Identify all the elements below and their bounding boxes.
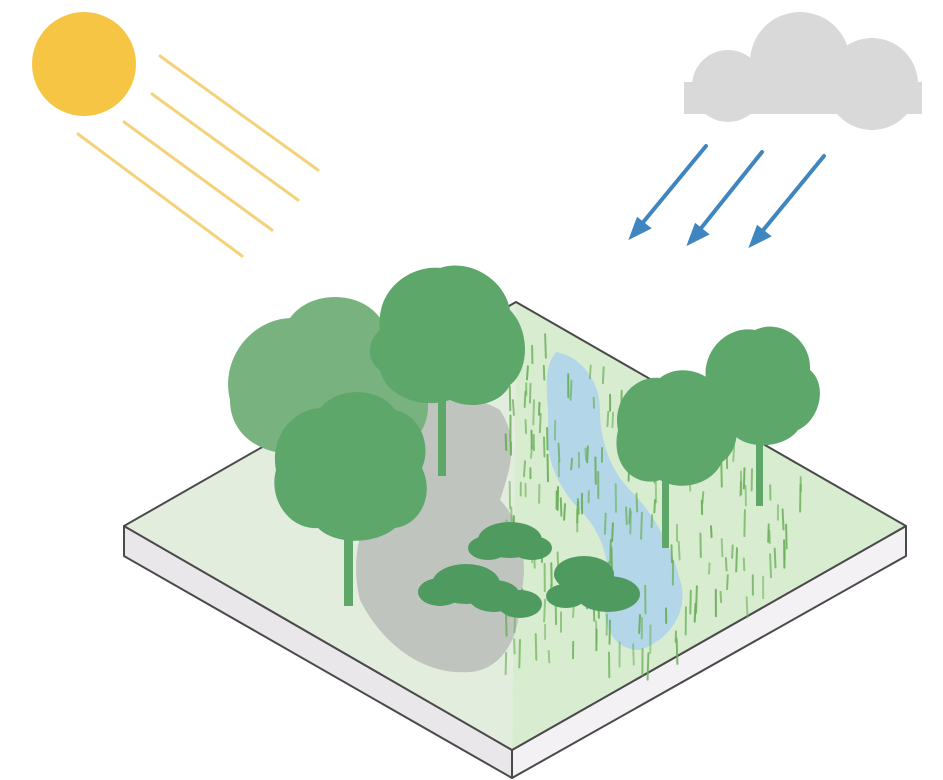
grass-blade bbox=[601, 366, 605, 385]
grass-blade bbox=[584, 447, 588, 461]
tree bbox=[703, 326, 820, 506]
grass-blade bbox=[508, 385, 512, 412]
grass-blade bbox=[544, 333, 547, 359]
grass-blade bbox=[743, 509, 746, 538]
grass-blade bbox=[720, 459, 723, 488]
grass-blade bbox=[513, 638, 516, 655]
grass-blade bbox=[546, 453, 549, 483]
grass-blade bbox=[518, 638, 521, 669]
grass-blade bbox=[650, 514, 654, 529]
grass-blade bbox=[529, 382, 532, 404]
sun-rays bbox=[76, 54, 320, 258]
grass-blade bbox=[638, 614, 641, 634]
grass-blade bbox=[543, 598, 547, 623]
grass-blade bbox=[695, 585, 698, 614]
grass-blade bbox=[739, 480, 742, 497]
water-stream bbox=[546, 352, 683, 650]
grass-blade bbox=[532, 399, 535, 426]
grass-blade bbox=[588, 364, 592, 380]
grass-blade bbox=[675, 637, 679, 665]
grass-blade bbox=[769, 553, 772, 579]
grass-blade bbox=[609, 539, 612, 565]
grass-blade bbox=[745, 596, 749, 619]
rain-arrow bbox=[758, 154, 826, 236]
grass-blade bbox=[526, 365, 529, 381]
grass-blade bbox=[732, 444, 736, 463]
grass-blade bbox=[653, 499, 656, 514]
rain-cloud-icon bbox=[684, 12, 922, 130]
grass-blade bbox=[603, 512, 607, 535]
grass-blade bbox=[632, 643, 635, 666]
grass-blade bbox=[563, 503, 566, 521]
grass-blade bbox=[606, 410, 610, 428]
grass-blade bbox=[735, 547, 738, 573]
grass-blade bbox=[726, 574, 729, 591]
grass-blade bbox=[570, 457, 573, 471]
grass-blade bbox=[646, 652, 650, 681]
grass-blade bbox=[635, 492, 639, 513]
grass-blade bbox=[611, 522, 614, 543]
deciduous-trees bbox=[228, 265, 820, 606]
sun-ray bbox=[150, 92, 300, 202]
grass-blade bbox=[708, 562, 711, 575]
grass-blade bbox=[742, 557, 746, 572]
grass-blade bbox=[710, 525, 713, 539]
grass-blade bbox=[534, 633, 538, 661]
sun-icon bbox=[32, 12, 136, 116]
grass-blade bbox=[542, 364, 546, 381]
grass-blade bbox=[628, 507, 632, 525]
tree bbox=[369, 265, 525, 476]
grass-blade bbox=[538, 401, 541, 416]
grass-blade bbox=[530, 445, 533, 459]
grass-blade bbox=[547, 649, 551, 664]
grass-blade bbox=[511, 399, 515, 416]
grass-meadow bbox=[504, 333, 802, 681]
grass-blade bbox=[731, 544, 734, 559]
shrub bbox=[468, 522, 552, 560]
sun-ray bbox=[76, 132, 244, 258]
grass-blade bbox=[720, 538, 724, 558]
grass-blade bbox=[719, 590, 723, 604]
grass-blade bbox=[724, 557, 728, 572]
grass-blade bbox=[543, 436, 546, 458]
grass-blade bbox=[773, 547, 777, 569]
grass-blade bbox=[576, 498, 580, 515]
grass-blade bbox=[586, 445, 589, 464]
grass-blade bbox=[785, 523, 788, 550]
rain-arrow bbox=[638, 144, 708, 228]
grass-blade bbox=[504, 651, 508, 676]
grass-blade bbox=[523, 460, 526, 478]
sun-ray bbox=[158, 54, 320, 172]
rain-arrows bbox=[628, 144, 826, 249]
grass-blade bbox=[608, 619, 611, 645]
shrub bbox=[546, 556, 640, 612]
grass-blade bbox=[538, 412, 542, 434]
grass-blade bbox=[670, 544, 673, 564]
grass-blade bbox=[625, 506, 628, 526]
shrub bbox=[418, 564, 542, 618]
grass-blade bbox=[557, 442, 561, 463]
grass-blade bbox=[611, 411, 615, 429]
grass-blade bbox=[569, 379, 573, 401]
sun-ray bbox=[122, 120, 274, 232]
rain-arrow bbox=[696, 150, 764, 234]
shrubs bbox=[418, 522, 640, 618]
grass-blade bbox=[640, 511, 643, 540]
grass-blade bbox=[768, 529, 771, 544]
grass-blade bbox=[689, 589, 692, 615]
tree bbox=[274, 392, 427, 606]
grass-blade bbox=[524, 418, 528, 435]
grass-blade bbox=[781, 508, 785, 531]
grass-blade bbox=[504, 433, 508, 451]
grass-blade bbox=[677, 540, 681, 561]
grass-blade bbox=[742, 467, 746, 490]
grass-blade bbox=[559, 497, 563, 517]
